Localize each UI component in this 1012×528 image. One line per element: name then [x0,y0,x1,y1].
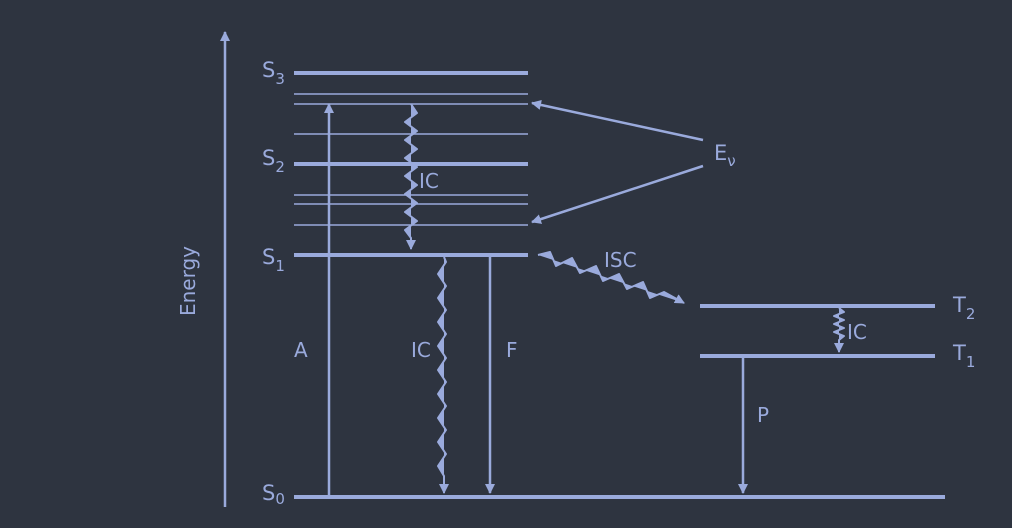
ic-upper-label: IC [419,169,439,193]
isc-wavy-arrow [537,251,685,304]
vibrational-energy-main: E [714,141,727,165]
isc-label: ISC [604,248,637,272]
s2-label: S2 [262,146,285,176]
ic-upper-wavy-arrow [404,103,418,250]
t2-label-sub: 2 [966,305,976,323]
s1-label-main: S [262,245,275,269]
energy-axis-label: Energy [176,246,200,316]
s0-label: S0 [262,481,285,508]
t2-label: T2 [952,293,975,323]
phosphorescence-label: P [757,403,769,427]
s3-label-main: S [262,58,275,82]
vibrational-pointer-upper-arrow [531,100,704,142]
s1-label-sub: 1 [275,257,285,275]
fluorescence-label: F [506,338,518,362]
ic-lower-wavy-arrow [437,256,449,494]
s0-label-main: S [262,481,275,505]
t1-label-main: T [952,341,966,365]
ic-triplet-wavy-arrow [833,307,845,353]
t2-label-main: T [952,293,966,317]
vibrational-energy-sub: ν [727,152,735,170]
s0-label-sub: 0 [275,490,285,508]
s3-label: S3 [262,58,285,88]
vibrational-energy-label: Eν [714,141,736,170]
s2-label-sub: 2 [275,158,285,176]
s3-label-sub: 3 [275,70,285,88]
ic-triplet-label: IC [847,320,867,344]
ic-lower-label: IC [411,338,431,362]
s1-label: S1 [262,245,285,275]
s2-label-main: S [262,146,275,170]
absorption-label: A [294,338,308,362]
vibrational-pointer-lower-arrow [531,164,704,224]
t1-label: T1 [952,341,975,371]
t1-label-sub: 1 [966,353,976,371]
